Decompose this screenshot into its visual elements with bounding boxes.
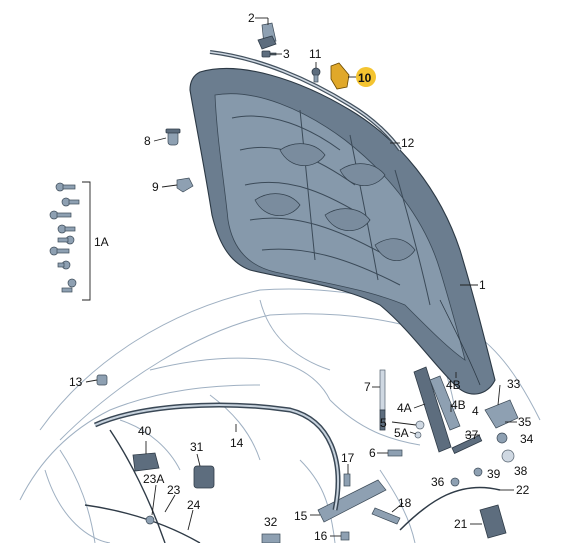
screw-part-11 xyxy=(311,67,321,83)
label-2: 2 xyxy=(248,11,255,25)
label-15: 15 xyxy=(294,509,308,523)
bonnet-panel xyxy=(189,67,496,395)
label-13: 13 xyxy=(69,375,83,389)
label-1: 1 xyxy=(479,278,486,292)
clip-part-17 xyxy=(343,473,351,487)
buffer-part-8 xyxy=(165,128,181,146)
clip-part-5a xyxy=(414,431,422,439)
fastener-set-1a xyxy=(49,182,80,293)
label-4b-mid: 4B xyxy=(451,398,466,412)
label-8: 8 xyxy=(144,134,151,148)
gas-strut-part-7 xyxy=(379,369,386,431)
clip-part-16 xyxy=(340,531,350,541)
clip-part-5 xyxy=(415,420,425,430)
label-11: 11 xyxy=(309,47,322,61)
cable-part-24 xyxy=(84,504,201,543)
label-24: 24 xyxy=(187,498,201,512)
label-40: 40 xyxy=(138,424,152,438)
part-labels: 2 3 11 10 8 9 12 1A 1 13 7 4B 33 4A 4B 4… xyxy=(69,11,534,543)
label-5: 5 xyxy=(380,416,387,430)
label-4: 4 xyxy=(472,404,479,418)
label-5a: 5A xyxy=(394,426,409,440)
label-16: 16 xyxy=(314,529,328,543)
label-33: 33 xyxy=(507,377,521,391)
label-9: 9 xyxy=(152,180,159,194)
label-37: 37 xyxy=(465,428,479,442)
buffer-part-9 xyxy=(176,177,194,193)
label-3: 3 xyxy=(283,47,290,61)
part-40 xyxy=(132,452,160,472)
label-31: 31 xyxy=(190,440,204,454)
label-14: 14 xyxy=(230,436,244,450)
label-4b-top: 4B xyxy=(446,378,461,392)
label-7: 7 xyxy=(364,380,371,394)
label-34: 34 xyxy=(520,432,534,446)
panel-part-15 xyxy=(317,479,387,523)
nut-part-34 xyxy=(496,432,508,444)
label-23a: 23A xyxy=(143,472,164,486)
label-32: 32 xyxy=(264,515,278,529)
leader-lines xyxy=(85,17,517,537)
label-6: 6 xyxy=(369,446,376,460)
hinge-part-2 xyxy=(257,22,277,50)
part-31 xyxy=(193,465,215,489)
label-23: 23 xyxy=(167,483,181,497)
buffer-part-38 xyxy=(501,449,515,463)
latch-part-21 xyxy=(479,504,507,539)
part-32 xyxy=(261,533,281,543)
part-39 xyxy=(473,467,483,477)
lock-part-10-highlighted xyxy=(330,62,350,90)
label-22: 22 xyxy=(516,483,530,497)
label-12: 12 xyxy=(401,136,415,150)
label-35: 35 xyxy=(518,415,532,429)
label-4a: 4A xyxy=(397,401,412,415)
label-39: 39 xyxy=(487,467,501,481)
label-10: 10 xyxy=(358,71,372,85)
label-38: 38 xyxy=(514,464,528,478)
bracket-part-33 xyxy=(484,399,519,429)
clip-part-13 xyxy=(96,374,108,386)
label-17: 17 xyxy=(341,451,355,465)
part-23a xyxy=(145,515,155,525)
gas-strut-part-37 xyxy=(451,434,483,454)
label-36: 36 xyxy=(431,475,445,489)
cable-part-22 xyxy=(399,486,501,531)
label-18: 18 xyxy=(398,496,412,510)
seal-part-14 xyxy=(93,402,341,511)
part-36 xyxy=(450,477,460,487)
bracket-part-18 xyxy=(371,507,401,525)
label-1a: 1A xyxy=(94,235,109,249)
bolt-part-6 xyxy=(387,449,403,457)
bracket-1a xyxy=(82,181,91,301)
cable-part-23 xyxy=(109,429,166,543)
label-21: 21 xyxy=(454,517,468,531)
hinge-assembly-part-4 xyxy=(413,366,461,453)
highlight-badge-10 xyxy=(356,67,376,87)
